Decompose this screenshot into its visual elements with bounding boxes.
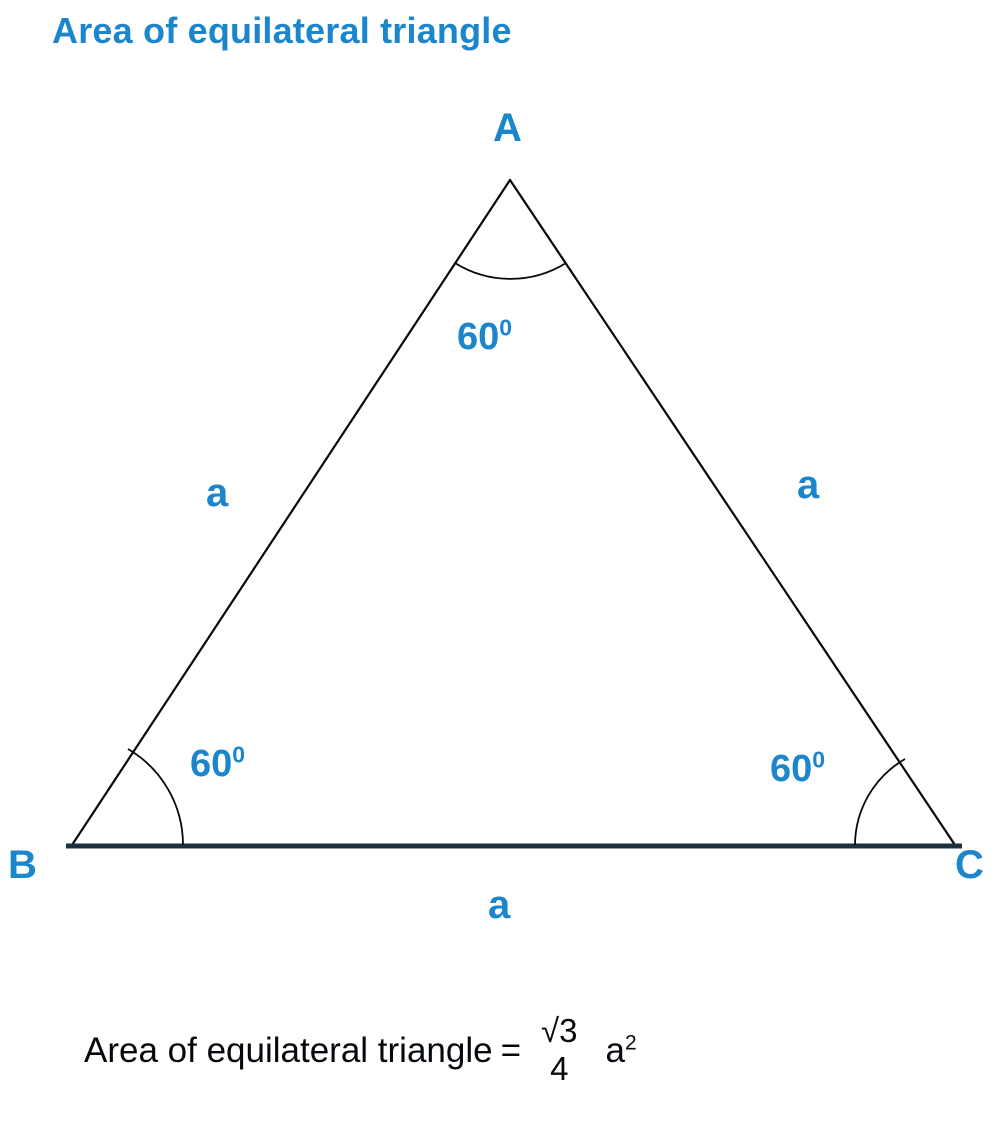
formula-equals-sign: = bbox=[500, 1030, 522, 1070]
side-label-right: a bbox=[797, 463, 820, 507]
angle-label-b: 600 bbox=[190, 743, 245, 785]
page-title: Area of equilateral triangle bbox=[52, 10, 512, 51]
formula-denominator: 4 bbox=[550, 1049, 569, 1087]
angle-value-b: 60 bbox=[190, 743, 233, 785]
vertex-label-a: A bbox=[493, 106, 522, 150]
formula-fraction: √3 4 bbox=[537, 1012, 581, 1087]
angle-arc-a bbox=[454, 262, 567, 280]
formula-variable-group: a2 bbox=[605, 1030, 637, 1070]
angle-value-c: 60 bbox=[770, 748, 813, 790]
area-formula: Area of equilateral triangle = √3 4 a2 bbox=[84, 1012, 944, 1087]
degree-symbol-c: 0 bbox=[812, 746, 826, 773]
triangle-edge-left bbox=[70, 178, 512, 847]
angle-label-a: 600 bbox=[457, 316, 512, 358]
angle-arc-b bbox=[127, 748, 184, 846]
formula-variable: a bbox=[605, 1030, 625, 1070]
angle-label-c: 600 bbox=[770, 748, 825, 790]
angle-value-a: 60 bbox=[457, 316, 500, 358]
side-label-bottom: a bbox=[488, 883, 511, 927]
triangle-edge-right bbox=[508, 178, 957, 847]
vertex-label-c: C bbox=[955, 843, 984, 887]
degree-symbol-b: 0 bbox=[232, 741, 246, 768]
degree-symbol-a: 0 bbox=[499, 314, 513, 341]
angle-arc-c bbox=[854, 758, 906, 846]
formula-exponent: 2 bbox=[624, 1030, 637, 1054]
formula-text: Area of equilateral triangle bbox=[84, 1030, 493, 1070]
formula-numerator: √3 bbox=[541, 1012, 578, 1049]
side-label-left: a bbox=[206, 471, 229, 515]
vertex-label-b: B bbox=[8, 843, 37, 887]
